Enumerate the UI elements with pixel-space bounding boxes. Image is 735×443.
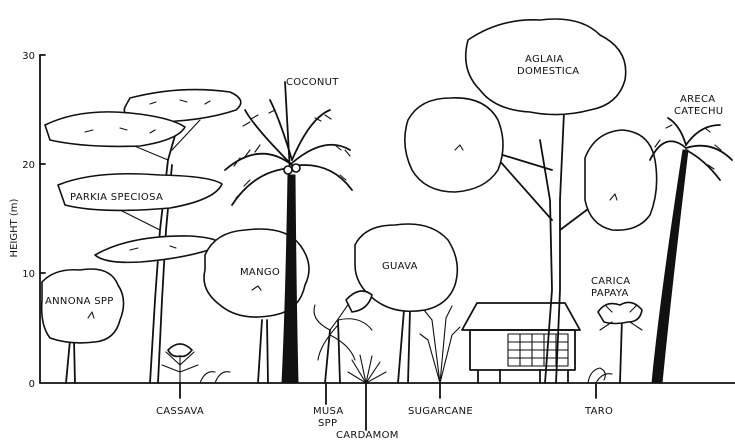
- aglaia-crown-right: [585, 130, 657, 230]
- axis-tick-label-0: 0: [29, 379, 35, 390]
- axis-title: HEIGHT (m): [9, 198, 20, 257]
- label-cassava: CASSAVA: [156, 406, 204, 417]
- label-parkia: PARKIA SPECIOSA: [70, 192, 163, 203]
- areca-trunk: [652, 150, 688, 383]
- cassava-plant: [162, 344, 230, 398]
- label-coconut: COCONUT: [286, 77, 339, 88]
- label-areca-1: ARECA: [680, 94, 715, 105]
- label-aglaia-2: DOMESTICA: [517, 66, 579, 77]
- label-musa-1: MUSA: [313, 406, 344, 417]
- aglaia-crown-left: [405, 98, 503, 192]
- axis-tick-label-10: 10: [22, 269, 35, 280]
- label-taro: TARO: [584, 406, 613, 417]
- label-carica-2: PAPAYA: [591, 288, 629, 299]
- height-axis: 30 20 10 0 HEIGHT (m): [9, 51, 45, 390]
- label-areca-2: CATECHU: [674, 106, 723, 117]
- cardamom-plant: [348, 355, 386, 430]
- label-cardamom: CARDAMOM: [336, 430, 399, 441]
- axis-tick-label-20: 20: [22, 160, 35, 171]
- house-roof: [462, 303, 580, 330]
- label-annona: ANNONA SPP: [45, 296, 114, 307]
- label-aglaia-1: AGLAIA: [525, 54, 564, 65]
- papaya-crown: [598, 302, 642, 323]
- annona-tree: [42, 269, 124, 383]
- parkia-crown-lower: [95, 236, 220, 262]
- house: [462, 303, 580, 383]
- label-sugarcane: SUGARCANE: [408, 406, 473, 417]
- carica-papaya-plant: [598, 302, 642, 383]
- axis-tick-label-30: 30: [22, 51, 35, 62]
- label-guava: GUAVA: [382, 261, 418, 272]
- sugarcane-plant: [420, 306, 460, 398]
- label-carica-1: CARICA: [591, 276, 630, 287]
- label-musa-2: SPP: [318, 418, 337, 429]
- areca-palm: [650, 118, 732, 383]
- label-mango: MANGO: [240, 267, 280, 278]
